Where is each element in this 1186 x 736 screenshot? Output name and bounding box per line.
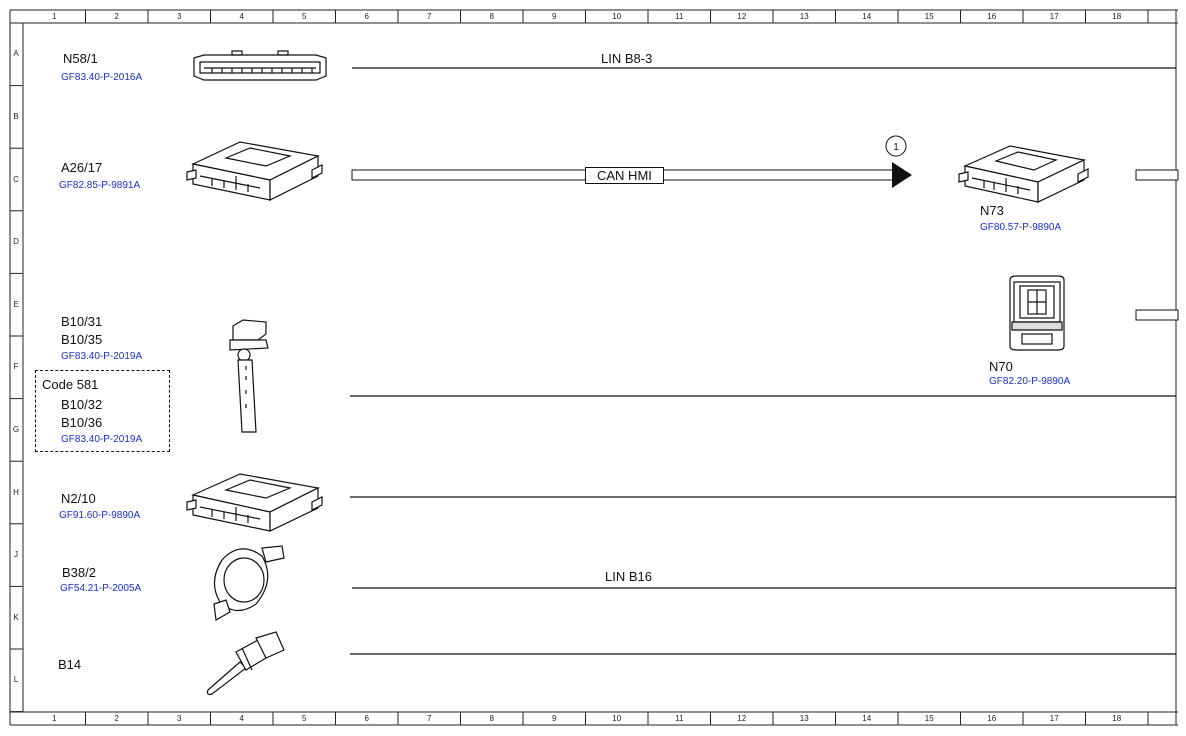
- column-label-bottom: 4: [239, 714, 244, 723]
- row-label: F: [13, 362, 19, 372]
- row-label: E: [13, 299, 19, 309]
- column-label-top: 7: [427, 12, 432, 21]
- column-label-bottom: 2: [114, 714, 119, 723]
- column-label-top: 3: [177, 12, 182, 21]
- row-label: D: [13, 237, 19, 247]
- column-label-bottom: 8: [489, 714, 494, 723]
- column-label-top: 13: [799, 12, 809, 21]
- n2-10-ref-link[interactable]: GF91.60-P-9890A: [59, 510, 141, 521]
- column-label-bottom: 11: [675, 714, 684, 723]
- column-label-top: 10: [612, 12, 622, 21]
- b10-35-name: B10/35: [61, 332, 103, 347]
- column-label-bottom: 12: [737, 714, 747, 723]
- b38-2-name: B38/2: [62, 565, 96, 580]
- column-label-top: 8: [489, 12, 494, 21]
- lin-b16-label: LIN B16: [605, 569, 652, 584]
- n2-10-name: N2/10: [61, 491, 96, 506]
- callout-circle: [885, 135, 907, 157]
- row-label: H: [13, 487, 19, 497]
- row-label: J: [14, 550, 18, 560]
- column-label-top: 5: [302, 12, 307, 21]
- row-label: C: [13, 174, 19, 184]
- lin-b8-3-label: LIN B8-3: [601, 51, 653, 66]
- column-label-bottom: 13: [799, 714, 809, 723]
- n70-name: N70: [989, 359, 1013, 374]
- code-581-box: [35, 370, 170, 452]
- n73-name: N73: [980, 203, 1004, 218]
- b10-32-name: B10/32: [61, 397, 103, 412]
- n70-bus-continuation: [1135, 309, 1179, 321]
- a26-17-control-unit-icon: [186, 141, 323, 201]
- b38-2-sensor-icon: [213, 545, 285, 621]
- column-label-bottom: 16: [987, 714, 997, 723]
- code-581-ref-link[interactable]: GF83.40-P-2019A: [61, 434, 143, 445]
- column-label-top: 2: [114, 12, 119, 21]
- column-label-bottom: 6: [364, 714, 369, 723]
- n58-1-control-panel-icon: [193, 50, 327, 81]
- code-581-label: Code 581: [42, 377, 99, 392]
- column-label-bottom: 5: [302, 714, 307, 723]
- column-label-bottom: 15: [924, 714, 934, 723]
- column-label-top: 15: [924, 12, 934, 21]
- column-label-top: 9: [552, 12, 557, 21]
- b10-ref-link[interactable]: GF83.40-P-2019A: [61, 351, 143, 362]
- column-label-bottom: 7: [427, 714, 432, 723]
- row-ruler-ticks: [10, 85, 23, 713]
- n70-ref-link[interactable]: GF82.20-P-9890A: [989, 376, 1071, 387]
- column-label-top: 4: [239, 12, 244, 21]
- column-ruler-ticks: [85, 10, 1149, 725]
- callout-number: 1: [893, 142, 899, 153]
- row-label: K: [13, 612, 19, 622]
- a26-17-ref-link[interactable]: GF82.85-P-9891A: [59, 180, 141, 191]
- can-hmi-label: CAN HMI: [585, 167, 664, 184]
- column-label-bottom: 17: [1049, 714, 1059, 723]
- b10-sensor-icon: [229, 319, 269, 433]
- column-label-bottom: 14: [862, 714, 872, 723]
- n73-control-unit-icon: [958, 145, 1089, 203]
- column-label-top: 17: [1049, 12, 1059, 21]
- n58-1-ref-link[interactable]: GF83.40-P-2016A: [61, 72, 143, 83]
- column-label-bottom: 18: [1112, 714, 1122, 723]
- row-label: A: [13, 49, 19, 59]
- a26-17-name: A26/17: [61, 160, 103, 175]
- column-label-top: 18: [1112, 12, 1122, 21]
- column-label-bottom: 9: [552, 714, 557, 723]
- column-label-top: 12: [737, 12, 747, 21]
- column-label-top: 1: [52, 12, 57, 21]
- b14-sensor-icon: [206, 631, 285, 696]
- b38-2-ref-link[interactable]: GF54.21-P-2005A: [60, 583, 142, 594]
- n2-10-control-unit-icon: [186, 473, 323, 532]
- b10-36-name: B10/36: [61, 415, 103, 430]
- n73-ref-link[interactable]: GF80.57-P-9890A: [980, 222, 1062, 233]
- can-hmi-bus-continuation: [1135, 169, 1179, 181]
- n58-1-name: N58/1: [63, 51, 98, 66]
- row-label: G: [12, 424, 20, 434]
- column-label-top: 6: [364, 12, 369, 21]
- b14-name: B14: [58, 657, 82, 672]
- sheet-frame: [9, 9, 1178, 726]
- column-label-top: 11: [675, 12, 684, 21]
- column-label-bottom: 3: [177, 714, 182, 723]
- b10-31-name: B10/31: [61, 314, 103, 329]
- column-label-bottom: 10: [612, 714, 622, 723]
- row-label: B: [13, 111, 19, 121]
- column-label-top: 14: [862, 12, 872, 21]
- column-label-bottom: 1: [52, 714, 57, 723]
- column-label-top: 16: [987, 12, 997, 21]
- row-label: L: [13, 675, 19, 685]
- n70-overhead-module-icon: [1009, 275, 1065, 351]
